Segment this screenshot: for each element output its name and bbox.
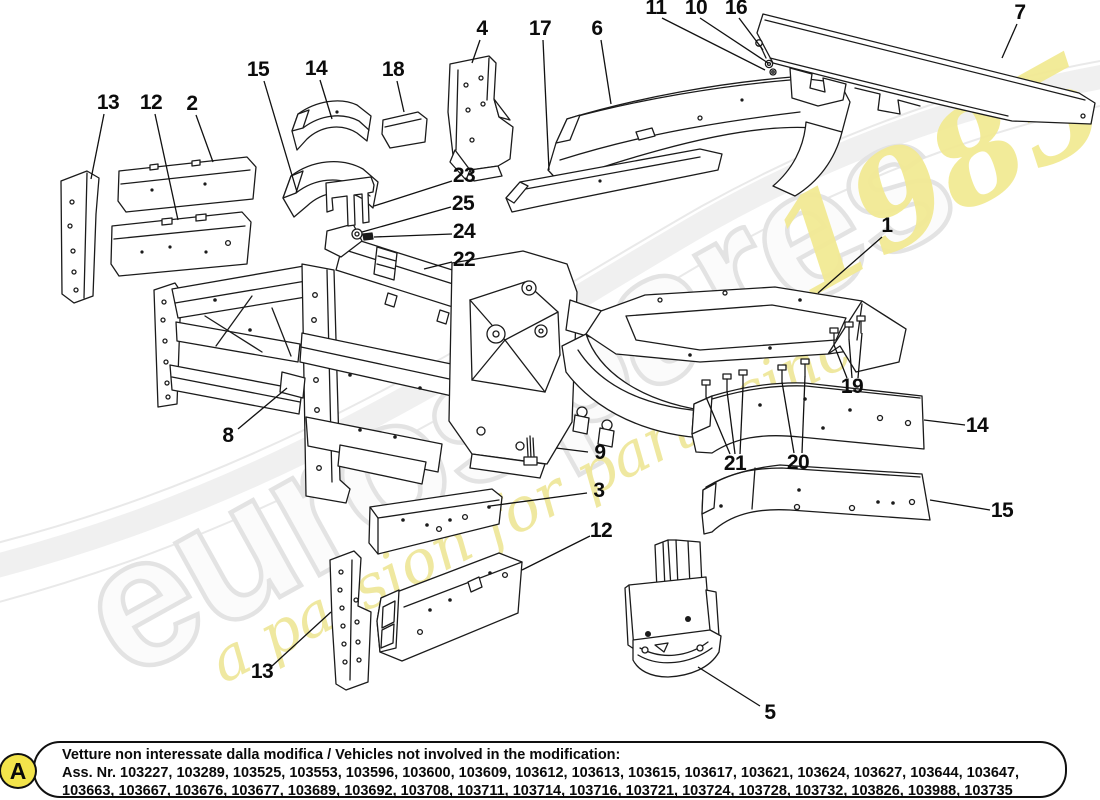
callout-10: 10 (684, 0, 708, 19)
callout-6: 6 (591, 17, 603, 40)
bolts-19 (829, 315, 866, 346)
part-12-beam-bottom (376, 552, 523, 662)
callout-14: 14 (965, 414, 989, 437)
part-7-sill-panel (756, 13, 1096, 125)
part-15-crossmember-right (701, 464, 931, 535)
part-14-crossmember-right (691, 382, 925, 454)
callout-8: 8 (222, 424, 234, 447)
callout-13: 13 (250, 660, 274, 683)
callout-12: 12 (139, 91, 163, 114)
callout-16: 16 (724, 0, 748, 19)
callout-7: 7 (1014, 1, 1026, 24)
bolts-20 (777, 358, 810, 383)
callout-25: 25 (451, 192, 475, 215)
part-5-bracket-assembly (624, 539, 722, 678)
part-9-bolt (523, 435, 538, 466)
callout-13: 13 (96, 91, 120, 114)
callout-15: 15 (246, 58, 270, 81)
callout-4: 4 (476, 17, 488, 40)
part-17-rail (505, 148, 723, 213)
part-4-bracket (447, 55, 514, 182)
callout-14: 14 (304, 57, 328, 80)
part-18-block (381, 111, 428, 149)
callout-9: 9 (594, 441, 606, 464)
callout-19: 19 (840, 375, 864, 398)
part-25-washer (351, 228, 363, 240)
part-24-bolt (362, 232, 374, 241)
part-2-beam (117, 156, 257, 213)
callout-12: 12 (589, 519, 613, 542)
modification-note-box: A Vetture non interessate dalla modifica… (0, 741, 1067, 799)
part-13-bracket-top (60, 170, 100, 304)
callout-11: 11 (645, 0, 667, 19)
callout-22: 22 (452, 248, 476, 271)
revision-badge: A (0, 753, 37, 789)
callout-24: 24 (452, 220, 476, 243)
callout-21: 21 (723, 452, 747, 475)
callout-20: 20 (786, 451, 810, 474)
part-12-beam-top (110, 211, 252, 277)
bolts-21 (701, 369, 748, 398)
part-3-beam (368, 488, 503, 555)
callout-17: 17 (528, 17, 552, 40)
callout-15: 15 (990, 499, 1014, 522)
callout-18: 18 (381, 58, 405, 81)
callout-1: 1 (881, 214, 893, 237)
callout-2: 2 (186, 92, 198, 115)
part-23-fork-bracket (325, 176, 375, 227)
revision-badge-letter: A (9, 757, 27, 784)
assembly-numbers-line-1: Ass. Nr. 103227, 103289, 103525, 103553,… (62, 765, 1020, 781)
callout-23: 23 (452, 164, 476, 187)
callout-3: 3 (593, 479, 605, 502)
modification-note-title: Vetture non interessate dalla modifica /… (62, 747, 621, 763)
part-13-bracket-bottom (329, 550, 372, 691)
part-6-upper-arm (547, 76, 851, 197)
part-14-curved-beam-top (291, 100, 372, 151)
callout-5: 5 (764, 701, 776, 724)
assembly-numbers-line-2: 103663, 103667, 103676, 103677, 103689, … (62, 783, 1013, 799)
